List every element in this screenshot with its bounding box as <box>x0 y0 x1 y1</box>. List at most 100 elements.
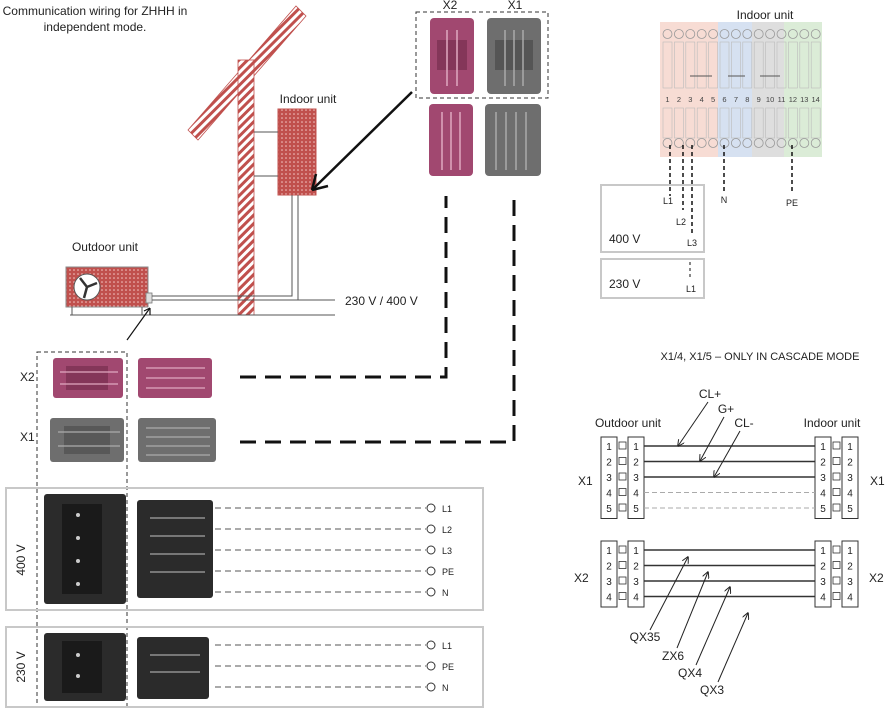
terminal-number: 12 <box>789 95 797 104</box>
terminal-zone-neutral <box>718 22 752 157</box>
signal-zx6: ZX6 <box>662 649 684 663</box>
terminal-screw-top <box>742 29 753 39</box>
terminal-screw-top <box>810 29 821 39</box>
terminal-slot <box>708 41 718 89</box>
terminal-slot <box>719 107 730 139</box>
cascade-x1-pin-right <box>832 503 841 512</box>
p400-terminal-n <box>426 587 436 597</box>
cascade-x1-pin-number: 2 <box>606 458 612 469</box>
pointer-arrow-indoor <box>311 91 413 191</box>
terminal-screw-bottom <box>674 138 684 148</box>
cascade-x2-pin-number: 4 <box>633 593 639 604</box>
terminal-screw-bottom <box>662 138 673 148</box>
cascade-x1-pin-left <box>618 441 627 450</box>
cascade-x1-right-inner <box>814 436 832 519</box>
cascade-x1-right-outer <box>841 436 859 519</box>
cascade-x1-pin-number: 1 <box>606 442 612 453</box>
cascade-x1-pin-number: 5 <box>633 504 639 515</box>
cascade-x2-pin-number: 2 <box>606 562 612 573</box>
supply-400-label: 400 V <box>609 232 640 246</box>
terminal-screw-top <box>696 29 707 39</box>
cascade-title: X1/4, X1/5 – ONLY IN CASCADE MODE <box>661 351 860 363</box>
wire-pe-label: PE <box>786 198 798 208</box>
cascade-x1-pin-left <box>618 472 627 481</box>
terminal-slot <box>662 107 673 139</box>
terminal-slot <box>753 41 764 89</box>
cascade-x2-pin-number: 4 <box>847 593 853 604</box>
terminal-screw-top <box>708 29 718 39</box>
cascade-x2-pin-left <box>618 576 627 585</box>
cascade-x2-pin-number: 3 <box>606 577 612 588</box>
terminal-block-title: Indoor unit <box>737 8 794 22</box>
supply-label: 230 V / 400 V <box>345 294 418 308</box>
terminal-screw-top <box>753 29 764 39</box>
signal-g-plus: G+ <box>718 402 734 416</box>
cascade-outdoor-label: Outdoor unit <box>595 416 662 430</box>
cascade-x2-right-label: X2 <box>869 571 884 585</box>
cascade-x2-pin-left <box>618 592 627 600</box>
house-illustration: Indoor unit Outdoor unit 230 V / 400 V <box>65 5 418 341</box>
p400-terminal-l2 <box>426 524 436 534</box>
pointer-arrow-outdoor <box>126 307 151 341</box>
terminal-screw-bottom <box>696 138 707 148</box>
cascade-x2-pin-left <box>618 561 627 569</box>
terminal-number: 9 <box>757 95 761 104</box>
cascade-x1-left-label: X1 <box>578 474 593 488</box>
cascade-x2-right-outer <box>841 540 859 608</box>
x1-link-cable <box>240 196 516 444</box>
supply-230-box <box>600 258 705 299</box>
cascade-x1-left-outer <box>600 436 618 519</box>
cascade-x1-pin-number: 2 <box>633 458 639 469</box>
cascade-x2-pin-number: 1 <box>633 546 639 557</box>
p230-terminal-label-l1: L1 <box>442 641 452 651</box>
cascade-indoor-label: Indoor unit <box>804 416 861 430</box>
p400-terminal-pe <box>426 566 436 576</box>
cascade-x2-left-outer <box>600 540 618 608</box>
cascade-x2-pin-number: 3 <box>847 577 853 588</box>
outdoor-x1-plug <box>138 418 216 462</box>
terminal-number: 4 <box>700 95 704 104</box>
terminal-slot <box>788 107 798 139</box>
cascade-wiring: X1/4, X1/5 – ONLY IN CASCADE MODE Outdoo… <box>574 351 885 697</box>
cascade-x2-pin-number: 2 <box>820 562 826 573</box>
terminal-screw-bottom <box>742 138 753 148</box>
cascade-x1-pin-right <box>832 441 841 450</box>
indoor-connector-frame <box>415 11 549 99</box>
cascade-x1-pin-number: 3 <box>633 473 639 484</box>
terminal-zone-earth <box>784 22 822 157</box>
power-400-frame <box>5 487 484 611</box>
p230-terminal-n <box>426 682 436 692</box>
cascade-x1-right-label: X1 <box>870 474 885 488</box>
terminal-screw-top <box>662 29 673 39</box>
terminal-slot <box>662 41 673 89</box>
terminal-slot <box>810 107 821 139</box>
terminal-slot <box>696 107 707 139</box>
terminal-slot <box>765 41 775 89</box>
p230-terminal-l1 <box>426 640 436 650</box>
terminal-slot <box>776 107 787 139</box>
terminal-screw-top <box>731 29 741 39</box>
p230-terminal-label-pe: PE <box>442 662 454 672</box>
terminal-screw-bottom <box>788 138 798 148</box>
cascade-x1-pin-number: 5 <box>820 504 826 515</box>
power-230-label: 230 V <box>14 651 28 682</box>
supply-230-label: 230 V <box>609 277 640 291</box>
p400-terminal-label-l1: L1 <box>442 504 452 514</box>
cascade-x1-pin-number: 4 <box>820 489 826 500</box>
terminal-block-body <box>660 22 822 157</box>
terminal-screw-bottom <box>776 138 787 148</box>
terminal-slot <box>685 41 696 89</box>
power-400-label: 400 V <box>14 544 28 575</box>
terminal-number: 2 <box>677 95 681 104</box>
cascade-x1-pin-left <box>618 488 627 496</box>
p400-terminal-label-l2: L2 <box>442 525 452 535</box>
cascade-x1-pin-left <box>618 503 627 512</box>
cascade-x2-left-inner <box>627 540 645 608</box>
wall <box>237 59 255 316</box>
terminal-slot <box>731 107 741 139</box>
terminal-screw-bottom <box>731 138 741 148</box>
terminal-screw-top <box>776 29 787 39</box>
terminal-slot <box>742 107 753 139</box>
